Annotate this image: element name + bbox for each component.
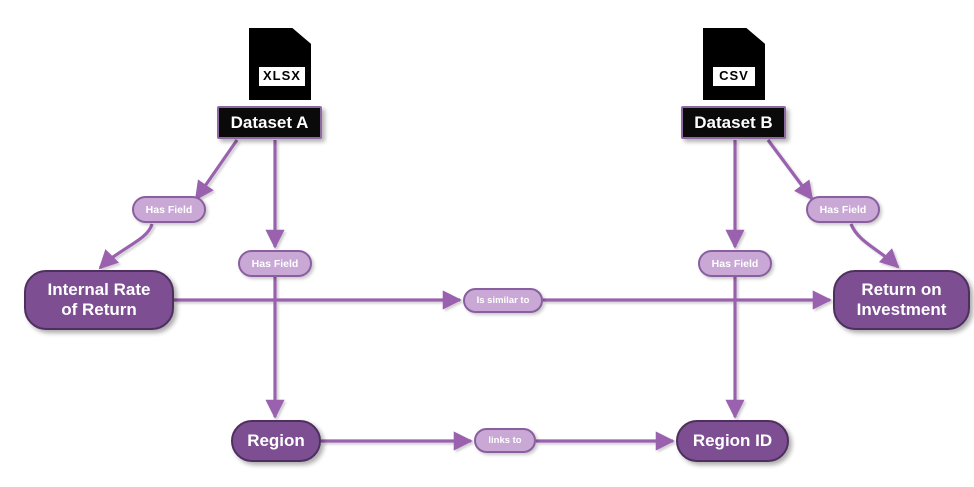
edge-label-text: Has Field [251, 257, 299, 270]
node-dataset-a-label: Dataset A [230, 112, 309, 132]
node-internal-rate-of-return[interactable]: Internal Rate of Return [24, 270, 174, 330]
edge-label-has-field-b-down[interactable]: Has Field [698, 250, 772, 277]
node-return-on-investment-label: Return on Investment [856, 280, 947, 319]
edge-label-text: Is similar to [476, 295, 530, 306]
node-region[interactable]: Region [231, 420, 321, 462]
edge-label-text: Has Field [819, 203, 867, 216]
edge-label-is-similar-to[interactable]: Is similar to [463, 288, 543, 313]
edge-dataset-a-to-has-field-left [194, 139, 239, 201]
edge-label-has-field-a-left[interactable]: Has Field [132, 196, 206, 223]
edge-label-text: Has Field [145, 203, 193, 216]
edge-label-text: Has Field [711, 257, 759, 270]
node-return-on-investment[interactable]: Return on Investment [833, 270, 970, 330]
node-dataset-b-label: Dataset B [694, 112, 773, 132]
node-dataset-b[interactable]: Dataset B [681, 106, 786, 139]
file-extension-label: CSV [711, 65, 757, 88]
edge-label-has-field-a-down[interactable]: Has Field [238, 250, 312, 277]
edge-label-text: links to [488, 435, 522, 446]
edge-has-field-right-to-roi [849, 223, 900, 269]
node-region-id-label: Region ID [692, 431, 773, 450]
file-page-shape [249, 28, 311, 100]
node-region-label: Region [247, 431, 305, 450]
edge-label-has-field-b-right[interactable]: Has Field [806, 196, 880, 223]
edge-has-field-left-to-irr [98, 223, 154, 270]
file-extension-label: XLSX [257, 65, 307, 88]
csv-file-icon: CSV [703, 28, 765, 100]
xlsx-file-icon: XLSX [249, 28, 311, 100]
edge-dataset-b-to-has-field-right [766, 139, 814, 201]
file-page-shape [703, 28, 765, 100]
node-dataset-a[interactable]: Dataset A [217, 106, 322, 139]
node-internal-rate-of-return-label: Internal Rate of Return [47, 280, 151, 319]
edge-label-links-to[interactable]: links to [474, 428, 536, 453]
node-region-id[interactable]: Region ID [676, 420, 789, 462]
